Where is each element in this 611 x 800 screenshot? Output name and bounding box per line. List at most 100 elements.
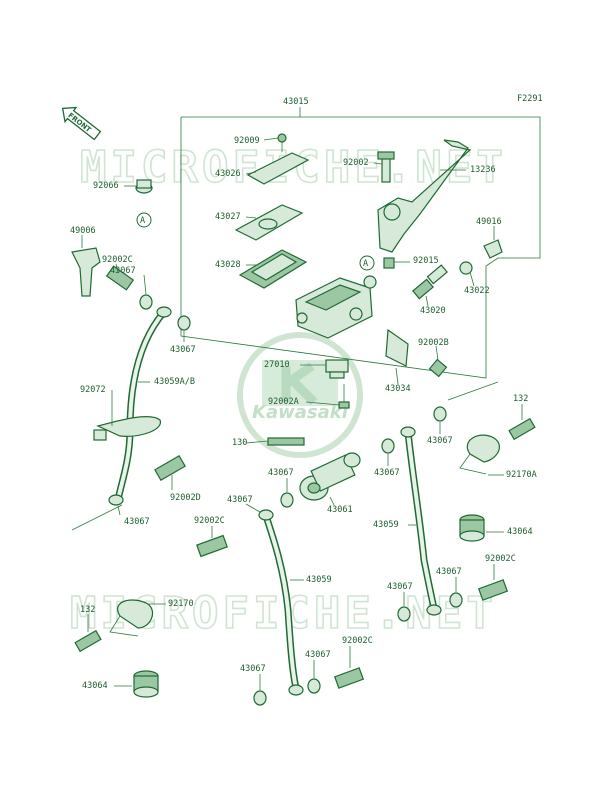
leader-line-43026 [245, 171, 257, 175]
part-label-43059: 43059 [306, 575, 332, 585]
hose-clamp-92072 [93, 416, 161, 441]
master-cylinder-body [295, 275, 377, 339]
washer-right-low2 [449, 592, 463, 608]
svg-text:A: A [363, 259, 368, 269]
bolt-92002c-right [477, 579, 509, 601]
kawasaki-logo-text: Kawasaki [252, 402, 349, 423]
part-label-92002C: 92002C [194, 516, 225, 526]
callout-a-left: A [136, 212, 152, 228]
part-label-92072: 92072 [80, 385, 106, 395]
bolt-92002d [154, 454, 186, 482]
boot-49006 [71, 247, 101, 297]
leader-line-43027 [245, 216, 257, 219]
part-label-43034: 43034 [385, 384, 411, 394]
part-label-43067: 43067 [110, 266, 136, 276]
part-label-27010: 27010 [264, 360, 290, 370]
callout-a-right: A [359, 255, 375, 271]
part-label-49006: 49006 [70, 226, 96, 236]
bolt-92002c-left [105, 265, 135, 291]
leader-line-43067 [245, 503, 261, 513]
part-label-92002C: 92002C [485, 554, 516, 564]
washer-right-top [433, 406, 447, 422]
part-label-43061: 43061 [327, 505, 353, 515]
part-label-43067: 43067 [305, 650, 331, 660]
bolt-132-right [508, 417, 536, 441]
washer-bottom-1 [253, 690, 267, 706]
leader-line-92002A [305, 401, 341, 406]
bolt-92002b [428, 358, 448, 378]
part-label-92002C: 92002C [342, 636, 373, 646]
part-label-43064: 43064 [82, 681, 108, 691]
leader-line-43022 [469, 271, 475, 287]
cap-92066 [135, 179, 153, 194]
part-label-43067: 43067 [374, 468, 400, 478]
part-label-43067: 43067 [124, 517, 150, 527]
washer-left-1 [139, 294, 153, 310]
bolt-130 [267, 437, 305, 446]
leader-line-92009 [263, 137, 279, 141]
hose-guide-92170a [459, 434, 500, 475]
washer-mid [381, 438, 395, 454]
part-label-92002B: 92002B [418, 338, 449, 348]
leader-line-43034 [395, 367, 399, 385]
part-label-92066: 92066 [93, 181, 119, 191]
part-label-43020: 43020 [420, 306, 446, 316]
part-label-43026: 43026 [215, 169, 241, 179]
washer-left-2 [177, 315, 191, 331]
part-label-43064: 43064 [507, 527, 533, 537]
part-label-92009: 92009 [234, 136, 260, 146]
diaphragm [238, 249, 308, 289]
snap-ring [459, 261, 473, 275]
part-label-43022: 43022 [464, 286, 490, 296]
spring [412, 278, 434, 300]
leader-line-92002C [115, 263, 119, 273]
part-label-43059A/B: 43059A/B [154, 377, 195, 387]
bolt-132-left [74, 629, 102, 653]
part-label-43015: 43015 [283, 97, 309, 107]
part-label-132: 132 [513, 394, 528, 404]
part-label-43067: 43067 [387, 582, 413, 592]
washer-center [280, 492, 294, 508]
part-label-43067: 43067 [240, 664, 266, 674]
part-label-43067: 43067 [427, 436, 453, 446]
part-label-43027: 43027 [215, 212, 241, 222]
washer-right-low [397, 606, 411, 622]
brake-lever [377, 139, 472, 253]
bolt-92002c-center [196, 534, 228, 558]
leader-line-92002B [435, 345, 439, 361]
part-label-13236: 13236 [470, 165, 496, 175]
lever-pivot-bolt [377, 151, 395, 183]
piston [426, 264, 448, 285]
part-label-43067: 43067 [170, 345, 196, 355]
leader-line-92002 [373, 162, 383, 165]
kawasaki-logo: Kawasaki [237, 332, 363, 458]
part-label-92002D: 92002D [170, 493, 201, 503]
front-arrow-icon: FRONT [61, 106, 102, 141]
leader-line-43067 [117, 505, 121, 516]
leader-line-43067 [143, 274, 147, 295]
part-labels: 4301592009430264302743028920021323649016… [70, 97, 537, 691]
brake-switch [325, 359, 350, 409]
part-label-132: 132 [80, 605, 95, 615]
part-label-130: 130 [232, 438, 247, 448]
part-label-43059: 43059 [373, 520, 399, 530]
washer-bottom-2 [307, 678, 321, 694]
bolt-92002c-bottom [333, 667, 365, 689]
leader-line-43020 [425, 295, 429, 307]
reservoir-cap [246, 133, 310, 185]
part-label-92170A: 92170A [506, 470, 537, 480]
part-label-43067: 43067 [436, 567, 462, 577]
leader-line-43061 [329, 496, 335, 506]
part-label-43067: 43067 [268, 468, 294, 478]
part-label-43028: 43028 [215, 260, 241, 270]
clamp-43034 [385, 328, 409, 367]
svg-text:A: A [140, 216, 145, 226]
grommet-43064-left [133, 670, 159, 698]
part-label-92002A: 92002A [268, 397, 299, 407]
part-label-92002: 92002 [343, 158, 369, 168]
diaphragm-plate [234, 204, 304, 241]
plug-92015 [383, 257, 395, 269]
assembly-outline [180, 116, 541, 379]
grommet-43064-right [459, 514, 485, 542]
